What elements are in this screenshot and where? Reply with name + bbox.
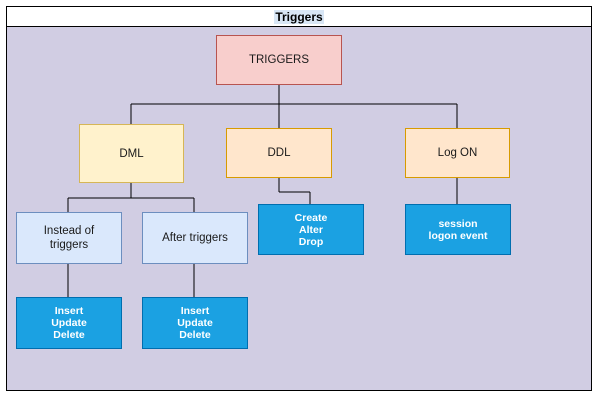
node-session-logon-event[interactable]: session logon event (405, 204, 511, 255)
node-triggers[interactable]: TRIGGERS (216, 35, 342, 85)
node-instead-dml-operations[interactable]: Insert Update Delete (16, 297, 122, 349)
node-ddl[interactable]: DDL (226, 128, 332, 178)
node-log-on[interactable]: Log ON (405, 128, 510, 178)
node-dml[interactable]: DML (79, 124, 184, 183)
diagram-title-bar: Triggers (6, 6, 592, 27)
node-ddl-operations[interactable]: Create Alter Drop (258, 204, 364, 255)
diagram-title: Triggers (274, 9, 324, 24)
node-instead-of-triggers[interactable]: Instead of triggers (16, 212, 122, 264)
node-after-dml-operations[interactable]: Insert Update Delete (142, 297, 248, 349)
node-after-triggers[interactable]: After triggers (142, 212, 248, 264)
